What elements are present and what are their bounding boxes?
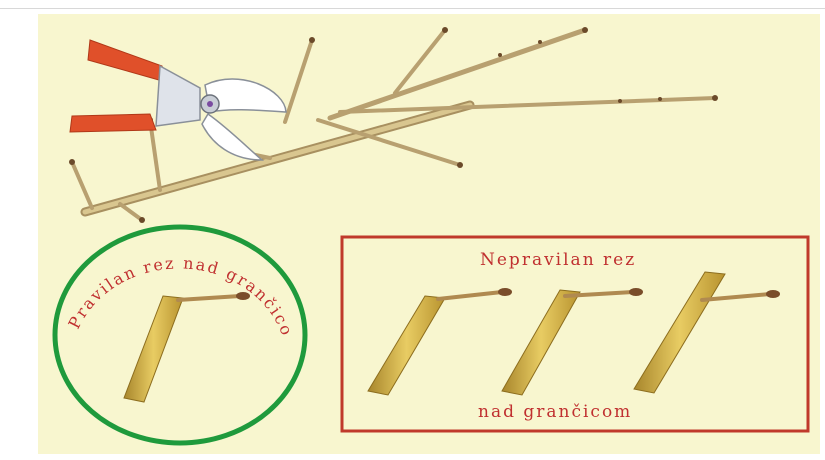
incorrect-cut-label-top: Nepravilan rez bbox=[480, 250, 636, 270]
incorrect-cut-stick-2 bbox=[502, 288, 643, 395]
incorrect-cut-stick-1 bbox=[368, 288, 512, 395]
pruning-shears bbox=[70, 40, 286, 160]
incorrect-cut-stick-3 bbox=[634, 272, 780, 393]
incorrect-cut-label-bottom: nad grančicom bbox=[478, 402, 632, 422]
correct-cut-stick bbox=[124, 292, 250, 402]
